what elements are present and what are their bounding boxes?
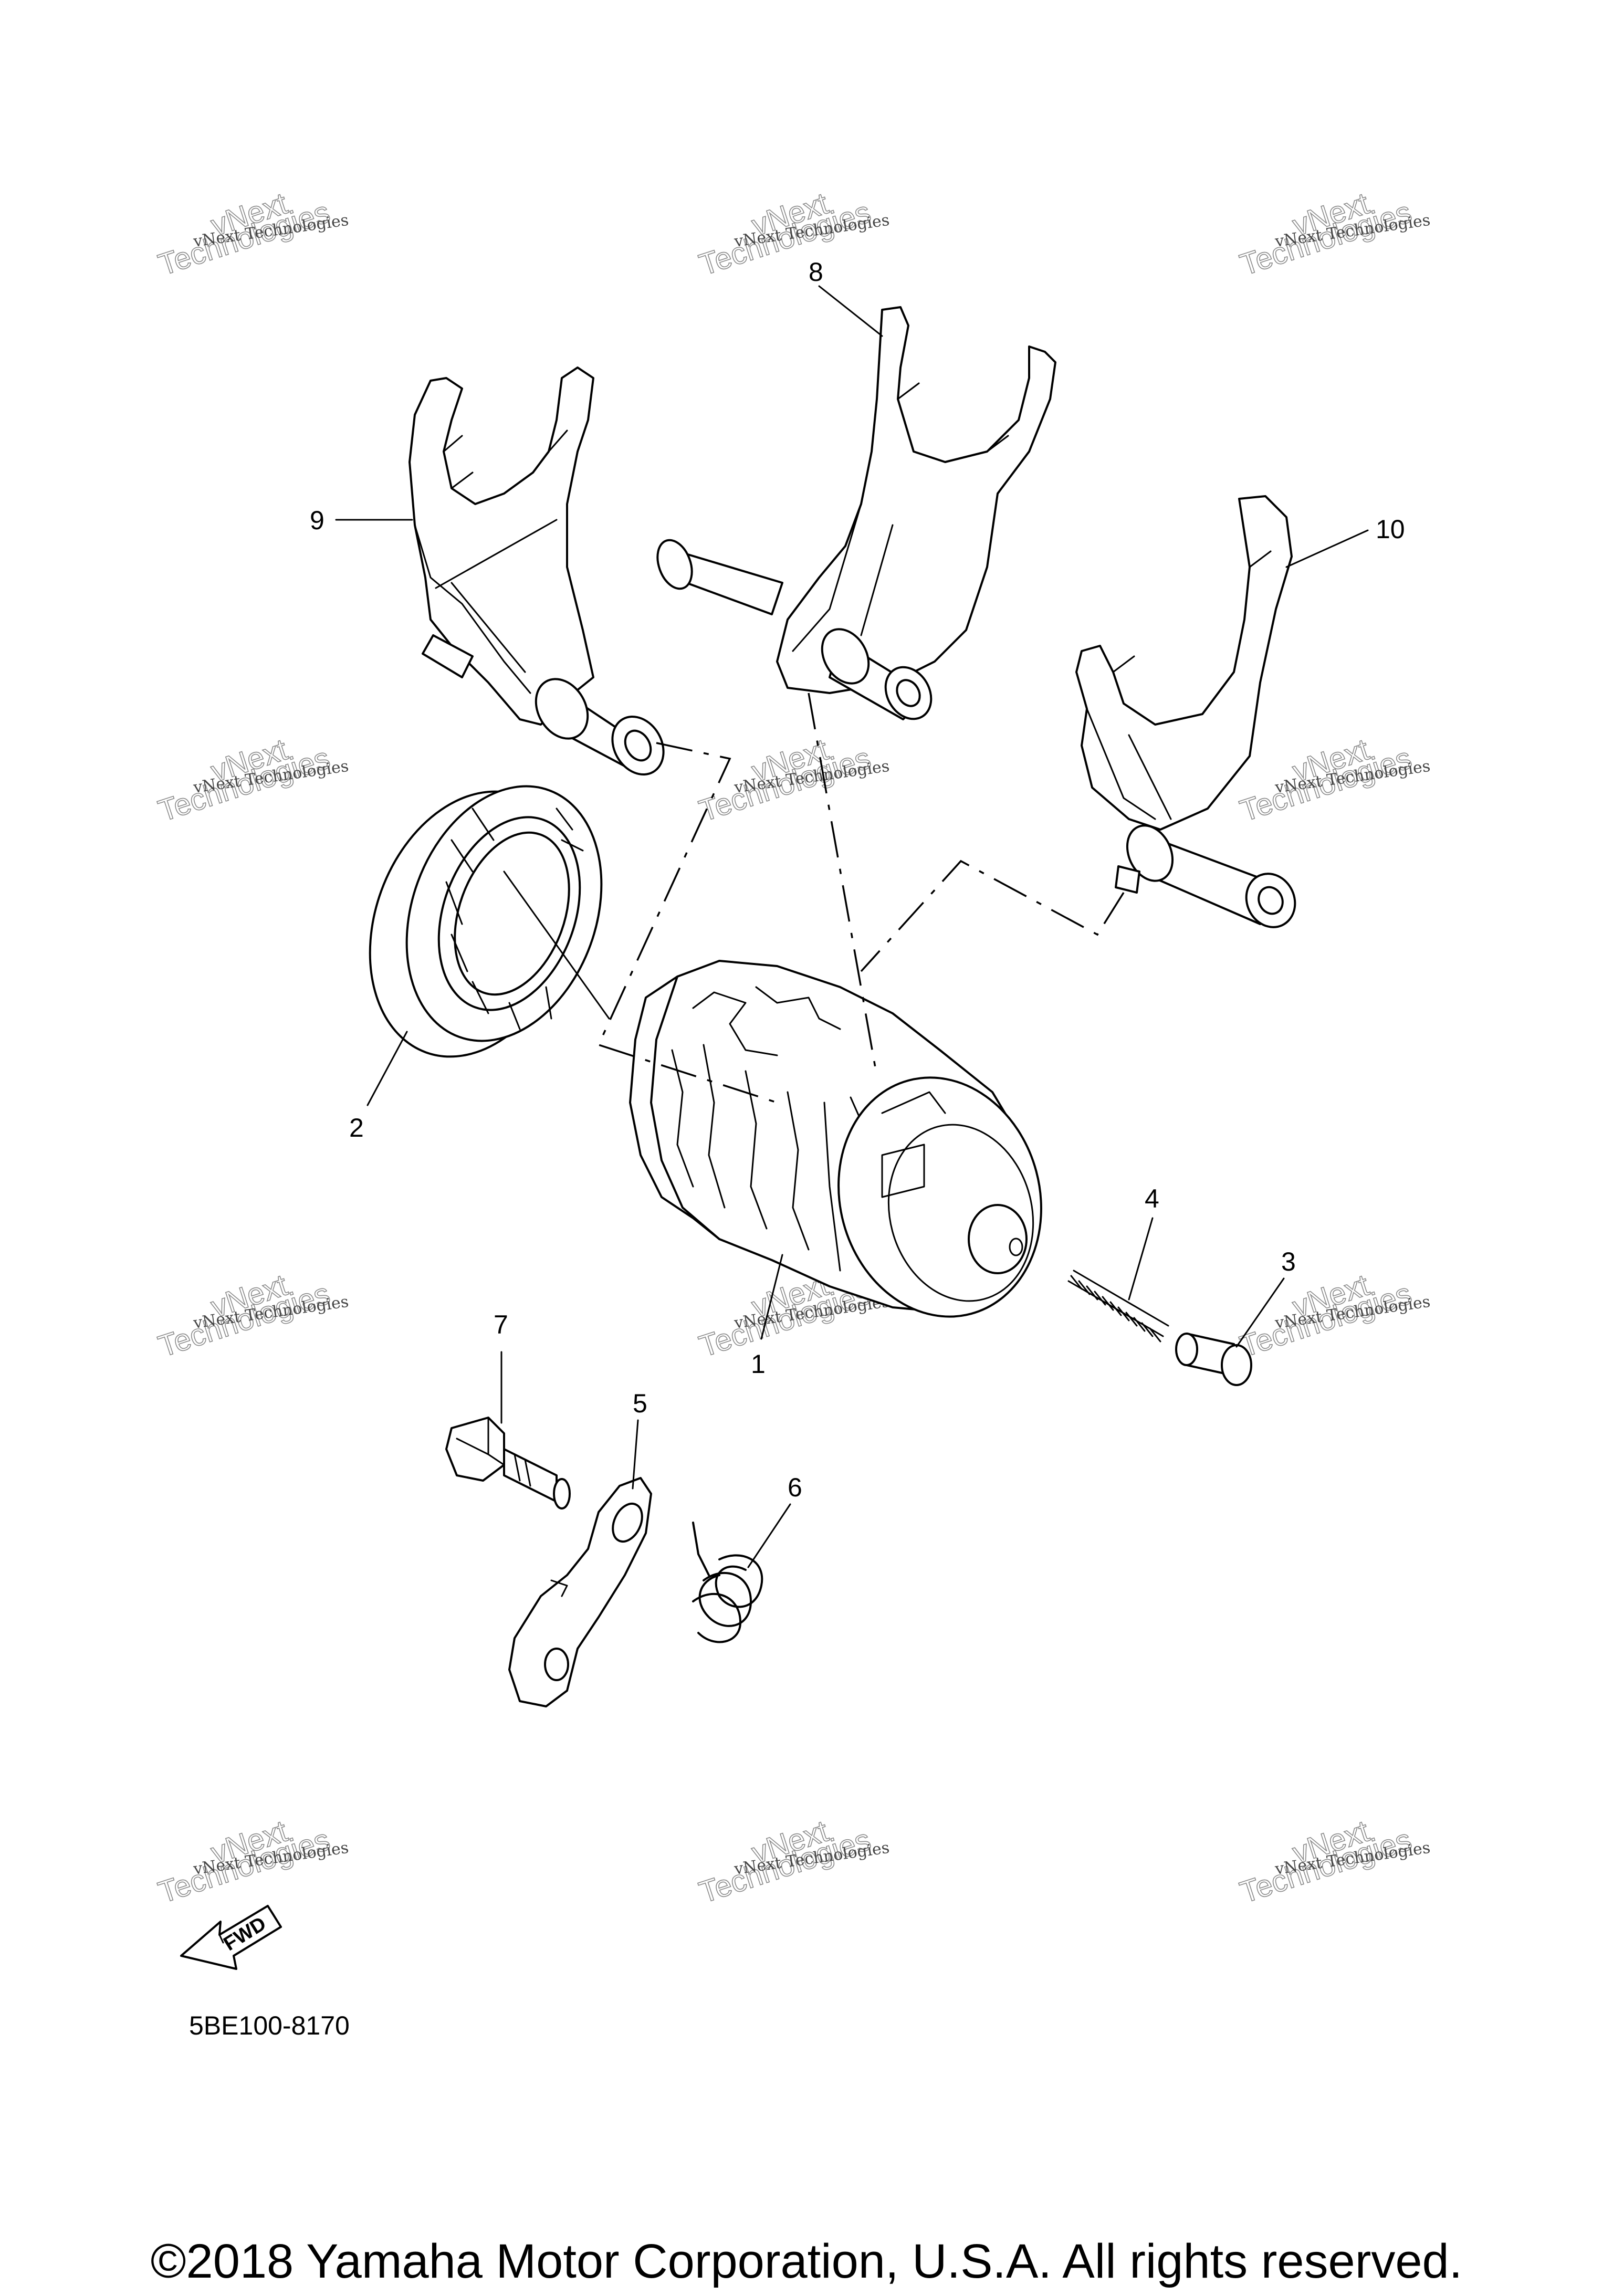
callout-4: 4	[1145, 1184, 1159, 1213]
callout-1: 1	[751, 1349, 766, 1379]
callout-3: 3	[1281, 1247, 1296, 1276]
callout-9: 9	[310, 506, 324, 535]
torsion-spring	[692, 1522, 763, 1643]
assembly-lines	[503, 693, 1125, 1104]
bearing	[369, 785, 603, 1058]
fwd-arrow-icon: FWD	[180, 1905, 282, 1970]
callout-2: 2	[349, 1113, 364, 1142]
stopper-lever	[508, 1477, 652, 1707]
leader-lines	[335, 285, 1369, 1568]
callout-6: 6	[788, 1473, 802, 1502]
diagram-part-code: 5BE100-8170	[189, 2011, 350, 2040]
detent-spring	[1009, 1238, 1169, 1343]
callout-5: 5	[633, 1389, 647, 1418]
callout-8: 8	[809, 257, 823, 287]
shift-fork-right	[1075, 495, 1296, 928]
shift-fork-center	[656, 306, 1056, 720]
callout-10: 10	[1376, 515, 1405, 544]
detent-pin	[1175, 1333, 1252, 1386]
copyright-notice: ©2018 Yamaha Motor Corporation, U.S.A. A…	[150, 2235, 1463, 2288]
shift-drum	[629, 960, 1042, 1318]
flange-bolt	[445, 1417, 571, 1509]
shift-fork-left	[409, 366, 665, 776]
callout-7: 7	[494, 1310, 508, 1339]
